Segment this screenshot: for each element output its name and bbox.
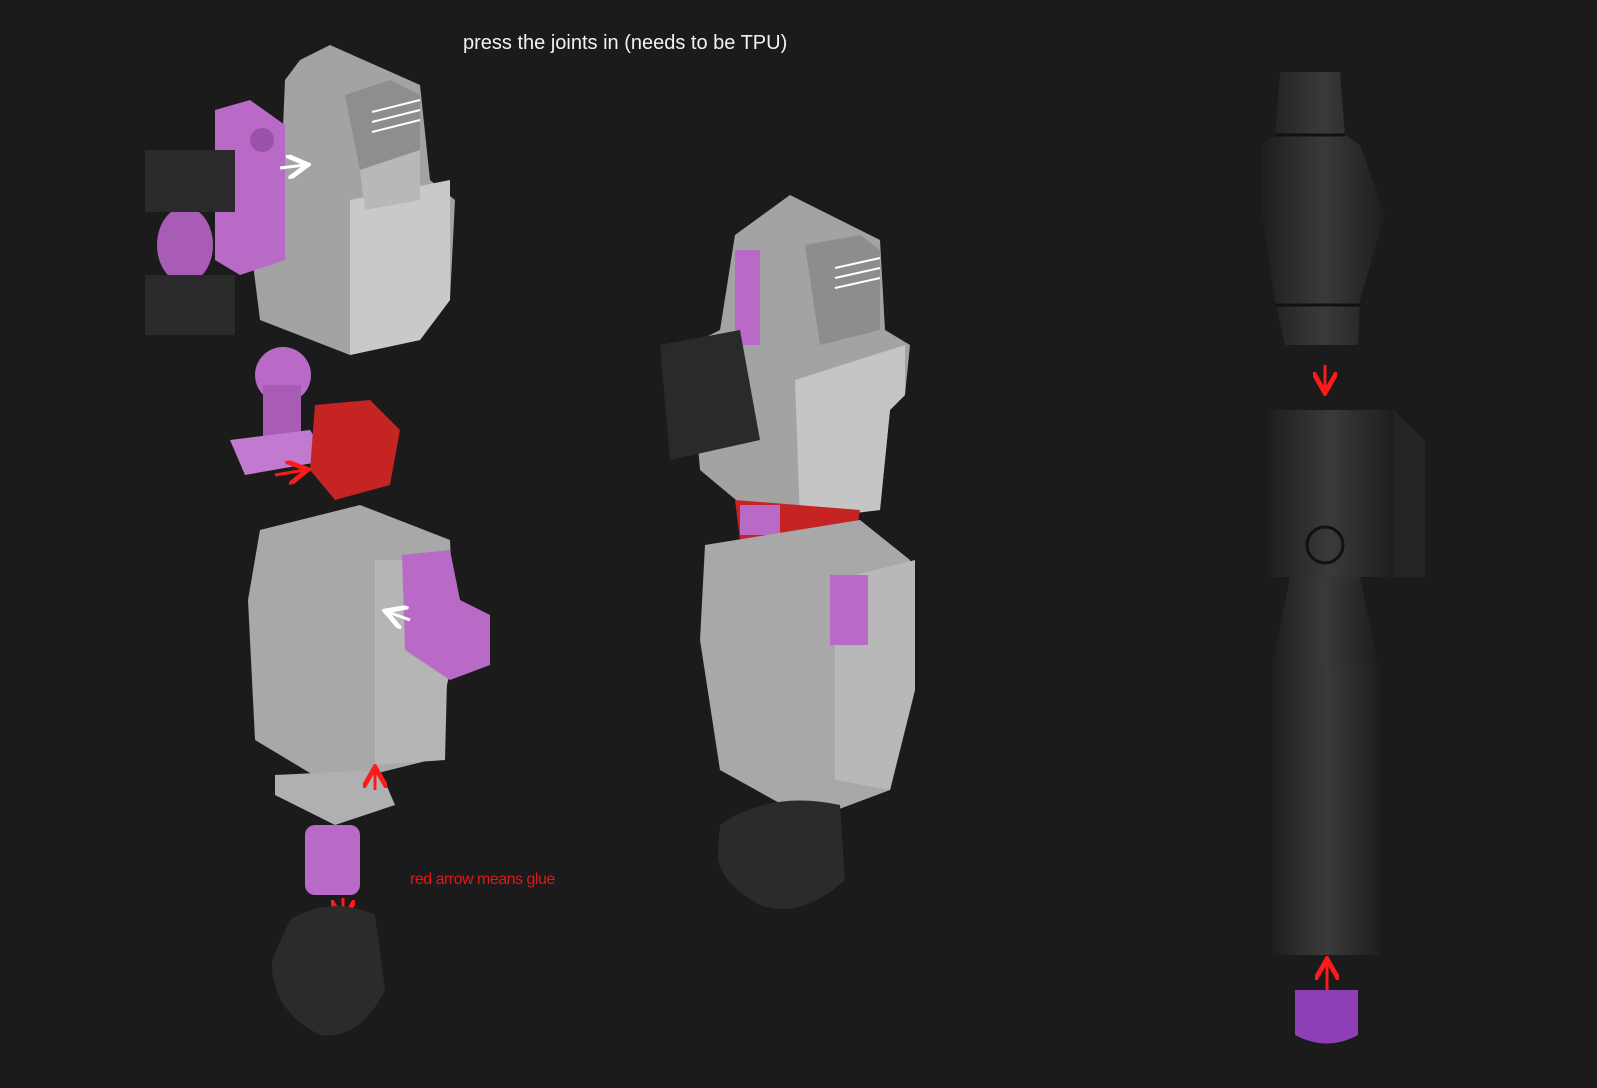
glue-arrow-icon [274, 470, 305, 475]
upper-arm-shell-exploded [250, 45, 455, 355]
press-arrow-icon [388, 612, 411, 620]
purple-end-cap [1295, 990, 1358, 1044]
black-joint-cap [1262, 72, 1385, 345]
shoulder-joint-tpu [157, 100, 285, 283]
black-limb-shaft [1272, 577, 1380, 955]
press-arrow-icon [279, 165, 305, 168]
wrist-plate [275, 770, 395, 825]
elbow-glue-part [310, 400, 400, 500]
wrist-peg-tpu [305, 825, 360, 895]
forearm-shell-exploded [248, 505, 490, 785]
shoulder-peg-block-bottom [145, 275, 235, 335]
glue-legend-note: red arrow means glue [410, 871, 555, 888]
shoulder-peg-block-top [145, 150, 235, 212]
assembled-arm [660, 195, 915, 910]
diagram-title: press the joints in (needs to be TPU) [463, 32, 788, 54]
black-socket-block [1268, 410, 1425, 577]
fist-part [271, 906, 385, 1036]
